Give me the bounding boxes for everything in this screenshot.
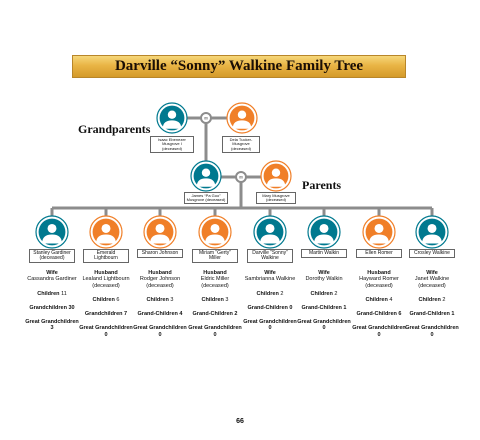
child-name-box: Ellen Romer (356, 249, 402, 258)
great-grandchildren-label: Great Grandchildren (405, 325, 459, 332)
parents-label: Parents (302, 178, 342, 192)
spouse-name: Janet Walkine (deceased) (414, 276, 450, 289)
spouse-name: Rodger Johnson (deceased) (139, 276, 181, 289)
great-grandchildren-label: Great Grandchildren (352, 325, 406, 332)
spouse-role: Husband (367, 270, 391, 276)
person-nodes: ∞∞ (35, 102, 449, 249)
spouse-role: Wife (318, 270, 330, 276)
grandchildren-count: Grand-Children 4 (137, 311, 183, 318)
great-grandchildren-label: Great Grandchildren (188, 325, 242, 332)
svg-text:∞: ∞ (239, 174, 244, 181)
spouse-name: Eldric Miller (deceased) (200, 276, 230, 289)
title-banner: Darville “Sonny” Walkine Family Tree (72, 55, 406, 78)
spouse-name: Hayward Romer (deceased) (359, 276, 399, 289)
grandchildren-count: Grand-Children 1 (409, 311, 455, 318)
children-count: Children 2 (256, 290, 284, 297)
grandchildren-count: Grand-Children 0 (247, 304, 293, 311)
male-person-icon (253, 215, 287, 249)
spouse-role: Husband (203, 270, 227, 276)
grandchildren-count: Grand-Children 2 (192, 311, 238, 318)
spouse-name: Dorothy Walkin (305, 276, 343, 283)
page-number: 66 (236, 418, 244, 425)
grandparents-union-icon: ∞ (200, 112, 212, 124)
child-name-box: Emerald Lightbourn (83, 249, 129, 263)
page-title: Darville “Sonny” Walkine Family Tree (114, 58, 364, 74)
great-grandchildren-count: 0 (377, 331, 381, 338)
grandfather-name: Isaac Ebenezer Musgrove I (deceased) (150, 136, 194, 153)
grandchildren-count: Grandchildren 7 (84, 311, 128, 318)
child-name-box: Darville “Sonny” Walkine (247, 249, 293, 263)
children-count: Children 6 (92, 296, 120, 303)
great-grandchildren-label: Great Grandchildren (133, 325, 187, 332)
svg-text:∞: ∞ (204, 115, 209, 122)
great-grandchildren-count: 0 (213, 331, 217, 338)
parents-union-icon: ∞ (235, 171, 247, 183)
children-count: Children 3 (146, 296, 174, 303)
child-name-box: Stanley Gardiner (deceased) (29, 249, 75, 263)
grandparents-label: Grandparents (78, 122, 151, 136)
spouse-role: Husband (148, 270, 172, 276)
great-grandchildren-label: Great Grandchildren (243, 319, 297, 326)
child-name-box: Crosley Walkine (409, 249, 455, 258)
great-grandchildren-count: 0 (104, 331, 108, 338)
great-grandchildren-label: Great Grandchildren (25, 319, 79, 326)
great-grandchildren-count: 0 (322, 325, 326, 332)
great-grandchildren-label: Great Grandchildren (79, 325, 133, 332)
great-grandchildren-label: Great Grandchildren (297, 319, 351, 326)
female-person-icon (198, 215, 232, 249)
spouse-name: Cassandra Gardiner (27, 276, 77, 283)
father-name: James “Pa Goo” Musgrove (deceased) (184, 192, 228, 205)
male-person-icon (307, 215, 341, 249)
grandchildren-count: Grand-Children 1 (301, 304, 347, 311)
children-count: Children 3 (201, 296, 229, 303)
spouse-role: Wife (426, 270, 438, 276)
spouse-name: Sambrianna Walkine (244, 276, 296, 283)
father-person-icon (190, 160, 222, 192)
female-person-icon (89, 215, 123, 249)
great-grandchildren-count: 3 (50, 325, 54, 332)
grandchildren-count: Grandchildren 30 (29, 304, 75, 311)
child-name-box: Miriam “Gerty” Miller (192, 249, 238, 263)
child-name-box: Sharon Johnson (137, 249, 183, 258)
spouse-role: Wife (264, 270, 276, 276)
spouse-name: Lealand Lightbourn (deceased) (82, 276, 130, 289)
spouse-role: Wife (46, 270, 58, 276)
grandmother-person-icon (226, 102, 258, 134)
children-count: Children 2 (310, 290, 338, 297)
children-count: Children 11 (37, 290, 67, 297)
male-person-icon (415, 215, 449, 249)
grandfather-person-icon (156, 102, 188, 134)
great-grandchildren-count: 0 (158, 331, 162, 338)
female-person-icon (362, 215, 396, 249)
children-count: Children 4 (365, 296, 393, 303)
children-count: Children 2 (418, 296, 446, 303)
great-grandchildren-count: 0 (430, 331, 434, 338)
grandmother-name: Dela Tucker-Musgrove (deceased) (222, 136, 260, 153)
grandchildren-count: Grand-Children 6 (356, 311, 402, 318)
male-person-icon (35, 215, 69, 249)
child-name-box: Martin Walkin (301, 249, 347, 258)
mother-name: Mary Musgrove (deceased) (256, 192, 296, 205)
mother-person-icon (260, 160, 292, 192)
female-person-icon (143, 215, 177, 249)
spouse-role: Husband (94, 270, 118, 276)
great-grandchildren-count: 0 (268, 325, 272, 332)
